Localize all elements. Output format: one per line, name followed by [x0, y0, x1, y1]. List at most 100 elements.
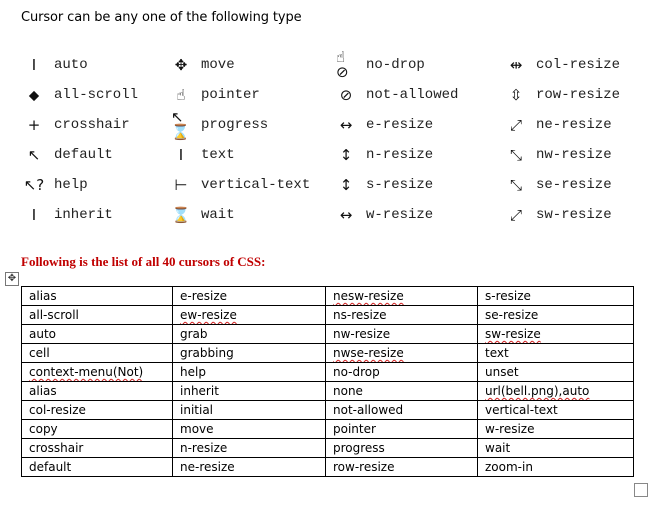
vertical-resize-icon: ↕	[339, 175, 353, 194]
row-resize-icon: ⇳	[509, 85, 523, 104]
table-cell: default	[21, 457, 173, 477]
cursor-type-label: n-resize	[366, 147, 434, 163]
table-cell: alias	[21, 286, 173, 306]
cursor-type-label: vertical-text	[201, 177, 311, 193]
table-cell: wait	[477, 438, 634, 458]
table-cell: none	[325, 381, 478, 401]
cursor-type-label: pointer	[201, 87, 260, 103]
cursor-type-label: progress	[201, 117, 269, 133]
cursor-type-n-resize: ↕ n-resize	[336, 143, 434, 167]
cursor-type-label: no-drop	[366, 57, 425, 73]
table-cell: ns-resize	[325, 305, 478, 325]
table-cell: help	[172, 362, 326, 382]
col-resize-icon: ⇹	[509, 55, 523, 74]
table-cell: grabbing	[172, 343, 326, 363]
cursor-type-no-drop: ☝⊘no-drop	[336, 50, 425, 80]
table-cell: nwse-resize	[325, 343, 478, 363]
cursor-type-label: col-resize	[536, 57, 621, 73]
horizontal-resize-icon: ↔	[339, 115, 353, 134]
all-scroll-icon: ⬥	[28, 85, 40, 104]
cursor-type-s-resize: ↕ s-resize	[336, 173, 434, 197]
cursor-type-nw-resize: ⤡ nw-resize	[506, 143, 612, 167]
cursor-type-label: e-resize	[366, 117, 434, 133]
hand-icon: ☝	[176, 85, 186, 104]
table-cell: all-scroll	[21, 305, 173, 325]
cursor-type-default: ↖default	[24, 143, 113, 167]
table-cell: alias	[21, 381, 173, 401]
table-cell: inherit	[172, 381, 326, 401]
not-allowed-icon: ⊘	[339, 85, 353, 104]
table-cell: n-resize	[172, 438, 326, 458]
table-cell: nw-resize	[325, 324, 478, 344]
i-beam-icon: I	[31, 55, 37, 74]
cursor-type-label: not-allowed	[366, 87, 459, 103]
cursor-type-label: ne-resize	[536, 117, 612, 133]
cursor-type-label: all-scroll	[54, 87, 139, 103]
cursor-type-progress: ↖⌛progress	[171, 110, 269, 140]
table-cell: ne-resize	[172, 457, 326, 477]
vertical-text-icon: ⊢	[174, 175, 188, 194]
table-cell: pointer	[325, 419, 478, 439]
table-resize-handle[interactable]	[634, 483, 648, 497]
table-cell: move	[172, 419, 326, 439]
table-cell: col-resize	[21, 400, 173, 420]
diagonal-resize-icon: ⤢	[509, 115, 522, 134]
table-cell: initial	[172, 400, 326, 420]
list-heading: Following is the list of all 40 cursors …	[21, 254, 266, 269]
table-cell: se-resize	[477, 305, 634, 325]
crosshair-icon: +	[27, 115, 41, 134]
table-cell: context-menu(Not)	[21, 362, 173, 382]
table-cell: sw-resize	[477, 324, 634, 344]
i-beam-icon: I	[178, 145, 184, 164]
cursor-type-ne-resize: ⤢ ne-resize	[506, 113, 612, 137]
table-cell: cell	[21, 343, 173, 363]
hourglass-icon: ⌛	[171, 205, 191, 224]
cursor-type-move: ✥move	[171, 53, 235, 77]
table-cell: e-resize	[172, 286, 326, 306]
table-cell: ew-resize	[172, 305, 326, 325]
table-cell: copy	[21, 419, 173, 439]
cursor-type-label: s-resize	[366, 177, 434, 193]
cursor-type-label: inherit	[54, 207, 113, 223]
cursor-type-se-resize: ⤡se-resize	[506, 173, 612, 197]
cursor-type-row-resize: ⇳row-resize	[506, 83, 620, 107]
cursor-type-label: text	[201, 147, 235, 163]
table-cell: s-resize	[477, 286, 634, 306]
table-cell: unset	[477, 362, 634, 382]
cursor-type-label: help	[54, 177, 88, 193]
cursor-type-label: crosshair	[54, 117, 130, 133]
cursor-type-not-allowed: ⊘ not-allowed	[336, 83, 459, 107]
diagonal-resize-icon: ⤡	[509, 175, 522, 194]
table-cell: not-allowed	[325, 400, 478, 420]
vertical-resize-icon: ↕	[339, 145, 353, 164]
table-cell: no-drop	[325, 362, 478, 382]
cursor-type-wait: ⌛ wait	[171, 203, 235, 227]
cursor-type-label: sw-resize	[536, 207, 612, 223]
table-cell: zoom-in	[477, 457, 634, 477]
arrow-icon: ↖	[27, 145, 41, 164]
table-cell: progress	[325, 438, 478, 458]
table-cell: w-resize	[477, 419, 634, 439]
table-move-handle-icon[interactable]: ✥	[5, 272, 19, 286]
diagonal-resize-icon: ⤢	[509, 205, 522, 224]
diagonal-resize-icon: ⤡	[509, 145, 522, 164]
cursor-type-crosshair: + crosshair	[24, 113, 130, 137]
cursor-type-sw-resize: ⤢ sw-resize	[506, 203, 612, 227]
cursor-type-w-resize: ↔w-resize	[336, 203, 434, 227]
cursor-type-label: nw-resize	[536, 147, 612, 163]
table-cell: text	[477, 343, 634, 363]
cursor-type-label: wait	[201, 207, 235, 223]
table-cell: url(bell.png),auto	[477, 381, 634, 401]
table-cell: grab	[172, 324, 326, 344]
